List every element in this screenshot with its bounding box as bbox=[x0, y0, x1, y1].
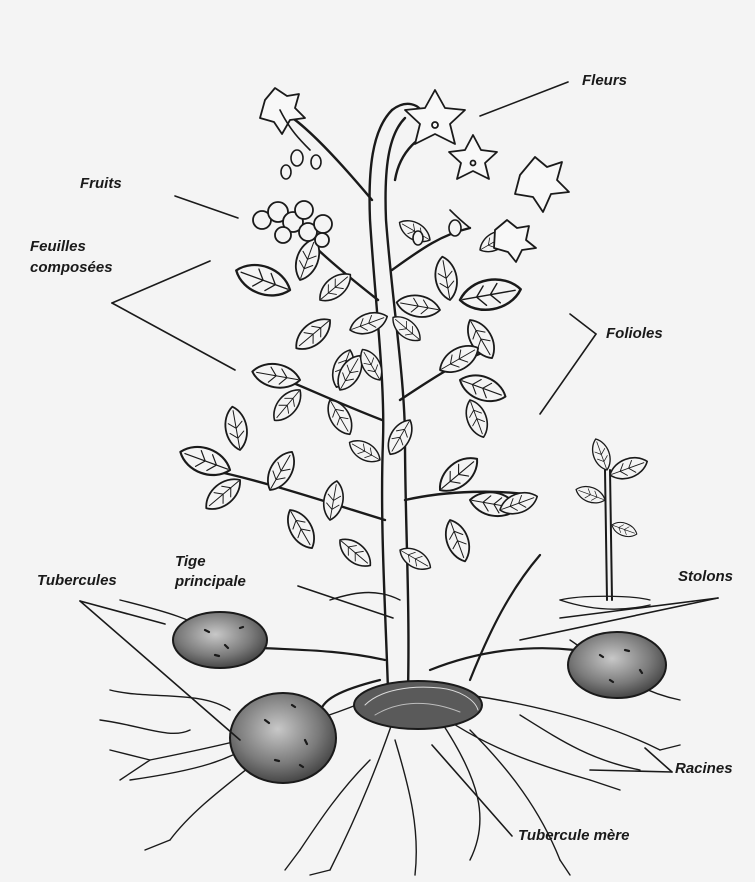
label-tige-line1: Tige bbox=[175, 553, 206, 571]
label-feuilles-line1: Feuilles bbox=[30, 238, 86, 256]
plantlet bbox=[560, 436, 650, 600]
label-racines: Racines bbox=[675, 760, 733, 778]
fruits bbox=[253, 201, 332, 247]
label-fleurs: Fleurs bbox=[582, 72, 627, 90]
label-feuilles-line2: composées bbox=[30, 259, 113, 277]
tubers bbox=[173, 612, 666, 783]
label-tubercules: Tubercules bbox=[37, 572, 117, 590]
label-stolons: Stolons bbox=[678, 568, 733, 586]
label-tige-line2: principale bbox=[175, 573, 246, 591]
label-tubercule-mere: Tubercule mère bbox=[518, 827, 629, 845]
leaves bbox=[176, 215, 540, 575]
label-folioles: Folioles bbox=[606, 325, 663, 343]
label-fruits: Fruits bbox=[80, 175, 122, 193]
